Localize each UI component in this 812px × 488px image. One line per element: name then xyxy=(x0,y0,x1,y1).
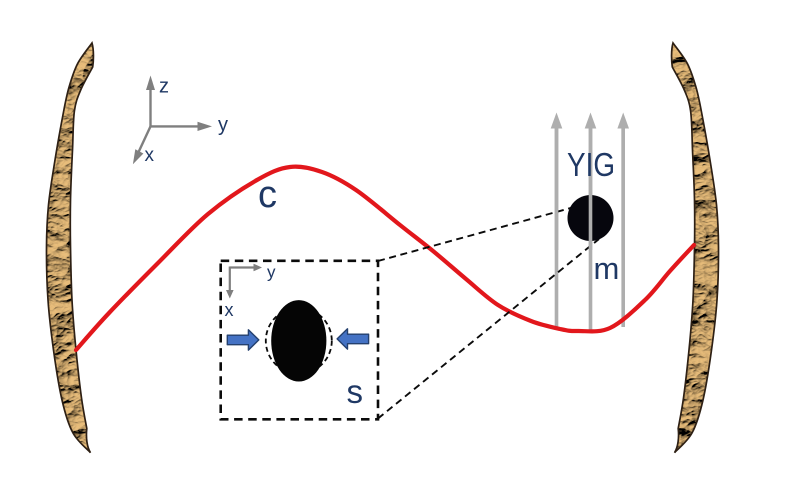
svg-text:z: z xyxy=(159,76,169,98)
svg-text:YIG: YIG xyxy=(567,146,615,183)
svg-text:m: m xyxy=(594,251,620,286)
svg-text:x: x xyxy=(145,145,155,166)
svg-text:x: x xyxy=(225,300,234,320)
svg-text:c: c xyxy=(258,174,277,216)
svg-text:s: s xyxy=(347,373,364,410)
svg-text:y: y xyxy=(267,263,276,282)
svg-text:y: y xyxy=(218,114,228,136)
